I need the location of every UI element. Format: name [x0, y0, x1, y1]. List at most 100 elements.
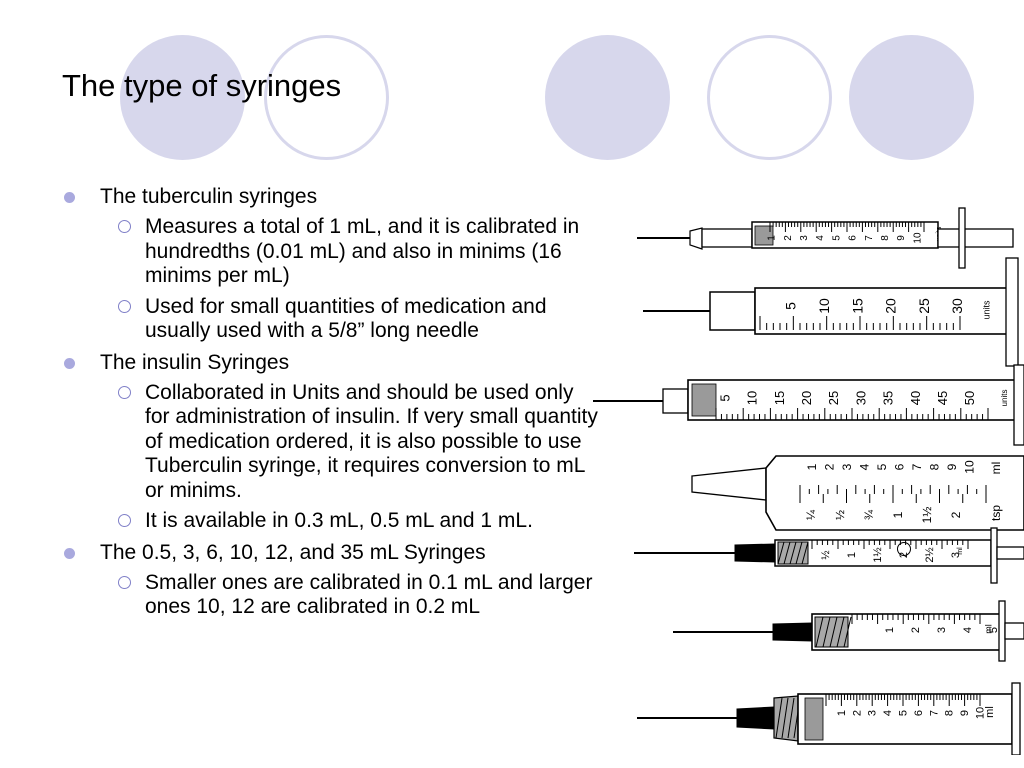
scale-label: 30 [949, 298, 965, 314]
thread-line [815, 616, 824, 648]
plunger-rod [937, 228, 1014, 248]
scale-label: 20 [799, 391, 814, 405]
thread-line [789, 541, 797, 565]
scale-label: 6 [913, 710, 925, 716]
scale-unit-label: ml [989, 462, 1003, 475]
scale-label: 4 [858, 463, 872, 470]
barrel-flange [1013, 364, 1024, 446]
scale-ticks [799, 494, 987, 503]
scale-label: 1 [846, 552, 858, 558]
sub-bullet-text: It is available in 0.3 mL, 0.5 mL and 1 … [145, 509, 533, 532]
thread-line [775, 697, 783, 739]
scale-label: 5 [875, 463, 889, 470]
scale-label: 3 [799, 235, 810, 241]
barrel-flange [1005, 257, 1019, 367]
scale-unit-label: ml [984, 706, 996, 718]
scale-label: 2 [949, 511, 963, 518]
scale-label: 3 [936, 627, 948, 633]
scale-label: 5 [898, 710, 910, 716]
needle-cap [709, 291, 756, 331]
scale-label: 2 [823, 463, 837, 470]
thread-line [801, 541, 809, 565]
scale-label: 6 [893, 463, 907, 470]
sub-bullet-ring-icon [118, 385, 131, 399]
decor-circle-5 [849, 35, 974, 160]
plunger-stopper [754, 225, 774, 246]
scale-unit-label: units [1000, 390, 1009, 407]
barrel-flange [998, 600, 1006, 662]
sub-bullet-text: Smaller ones are calibrated in 0.1 mL an… [145, 570, 593, 619]
plunger-stopper [691, 383, 717, 417]
scale-ticks [759, 316, 961, 330]
thread-line [781, 697, 789, 739]
scale-unit-label: ml [957, 547, 964, 555]
decor-circle-1 [120, 35, 245, 160]
syringe-barrel [751, 221, 939, 249]
scale-label: 10 [963, 460, 977, 474]
scale-label: 1½ [920, 507, 934, 524]
scale-label: 50 [962, 391, 977, 405]
scale-label: 15 [849, 298, 865, 314]
scale-label: 8 [928, 463, 942, 470]
scale-label: 7 [928, 710, 940, 716]
scale-ticks [825, 694, 981, 706]
bullet-text: The 0.5, 3, 6, 10, 12, and 35 mL Syringe… [100, 540, 486, 564]
oral-tip [691, 467, 767, 501]
decor-circle-3 [545, 35, 670, 160]
bullet-dot-icon [64, 547, 75, 559]
scale-label: 35 [881, 391, 896, 405]
scale-ticks [769, 222, 925, 232]
sub-bullet-ring-icon [118, 299, 131, 313]
scale-label: 25 [826, 391, 841, 405]
plunger-rod [996, 546, 1024, 560]
scale-label: 9 [945, 463, 959, 470]
needle-hub [772, 622, 813, 642]
slide-title: The type of syringes [62, 68, 342, 103]
sub-bullet-item: Collaborated in Units and should be used… [62, 381, 602, 504]
syringe-drawing: 12345678910units51015202530units51015202… [593, 207, 1024, 755]
scale-label: 10 [912, 232, 923, 244]
scale-label: 3 [867, 710, 879, 716]
scale-label: 4 [815, 235, 826, 241]
barrel-flange [1011, 682, 1021, 755]
scale-label: 10 [745, 391, 760, 405]
needle-hub [662, 388, 689, 414]
sub-bullet-ring-icon [118, 514, 131, 527]
bullet-dot-icon [64, 192, 75, 203]
scale-label: 10 [975, 707, 987, 719]
bullet-dot-icon [64, 357, 75, 369]
bullet-item: The insulin Syringes [62, 350, 602, 375]
sub-bullet-text: Measures a total of 1 mL, and it is cali… [145, 215, 580, 287]
scale-unit-label: ml [983, 624, 993, 634]
scale-unit-label: units [981, 300, 991, 320]
plunger-stopper [804, 697, 824, 741]
thread-line [822, 616, 831, 648]
scale-label: ¾ [862, 509, 876, 520]
sub-bullet-text: Used for small quantities of medication … [145, 294, 547, 343]
scale-label: 15 [772, 391, 787, 405]
needle-hub [734, 543, 776, 563]
syringe-barrel [765, 455, 1024, 531]
bullet-item: The 0.5, 3, 6, 10, 12, and 35 mL Syringe… [62, 540, 602, 565]
needle-hub [689, 227, 703, 250]
syringe-barrel [774, 539, 992, 567]
scale-label: 1 [836, 710, 848, 716]
decor-circle-2 [264, 35, 389, 160]
syringe-barrel [687, 379, 1024, 421]
plunger-rod [1004, 622, 1024, 640]
scale-label: 20 [883, 298, 899, 314]
scale-label: 1 [891, 511, 905, 518]
scale-label: ¼ [804, 509, 818, 520]
scale-label: 9 [959, 710, 971, 716]
scale-label: 30 [853, 391, 868, 405]
scale-label: 10 [816, 298, 832, 314]
scale-label: 1 [805, 463, 819, 470]
thread-line [843, 616, 852, 648]
scale-label: 7 [910, 463, 924, 470]
scale-label: 8 [944, 710, 956, 716]
barrel-flange [990, 527, 998, 584]
scale-label: 2 [910, 627, 922, 633]
scale-ticks [851, 614, 981, 624]
scale-label: 1 [767, 235, 778, 241]
scale-label: 2 [783, 235, 794, 241]
